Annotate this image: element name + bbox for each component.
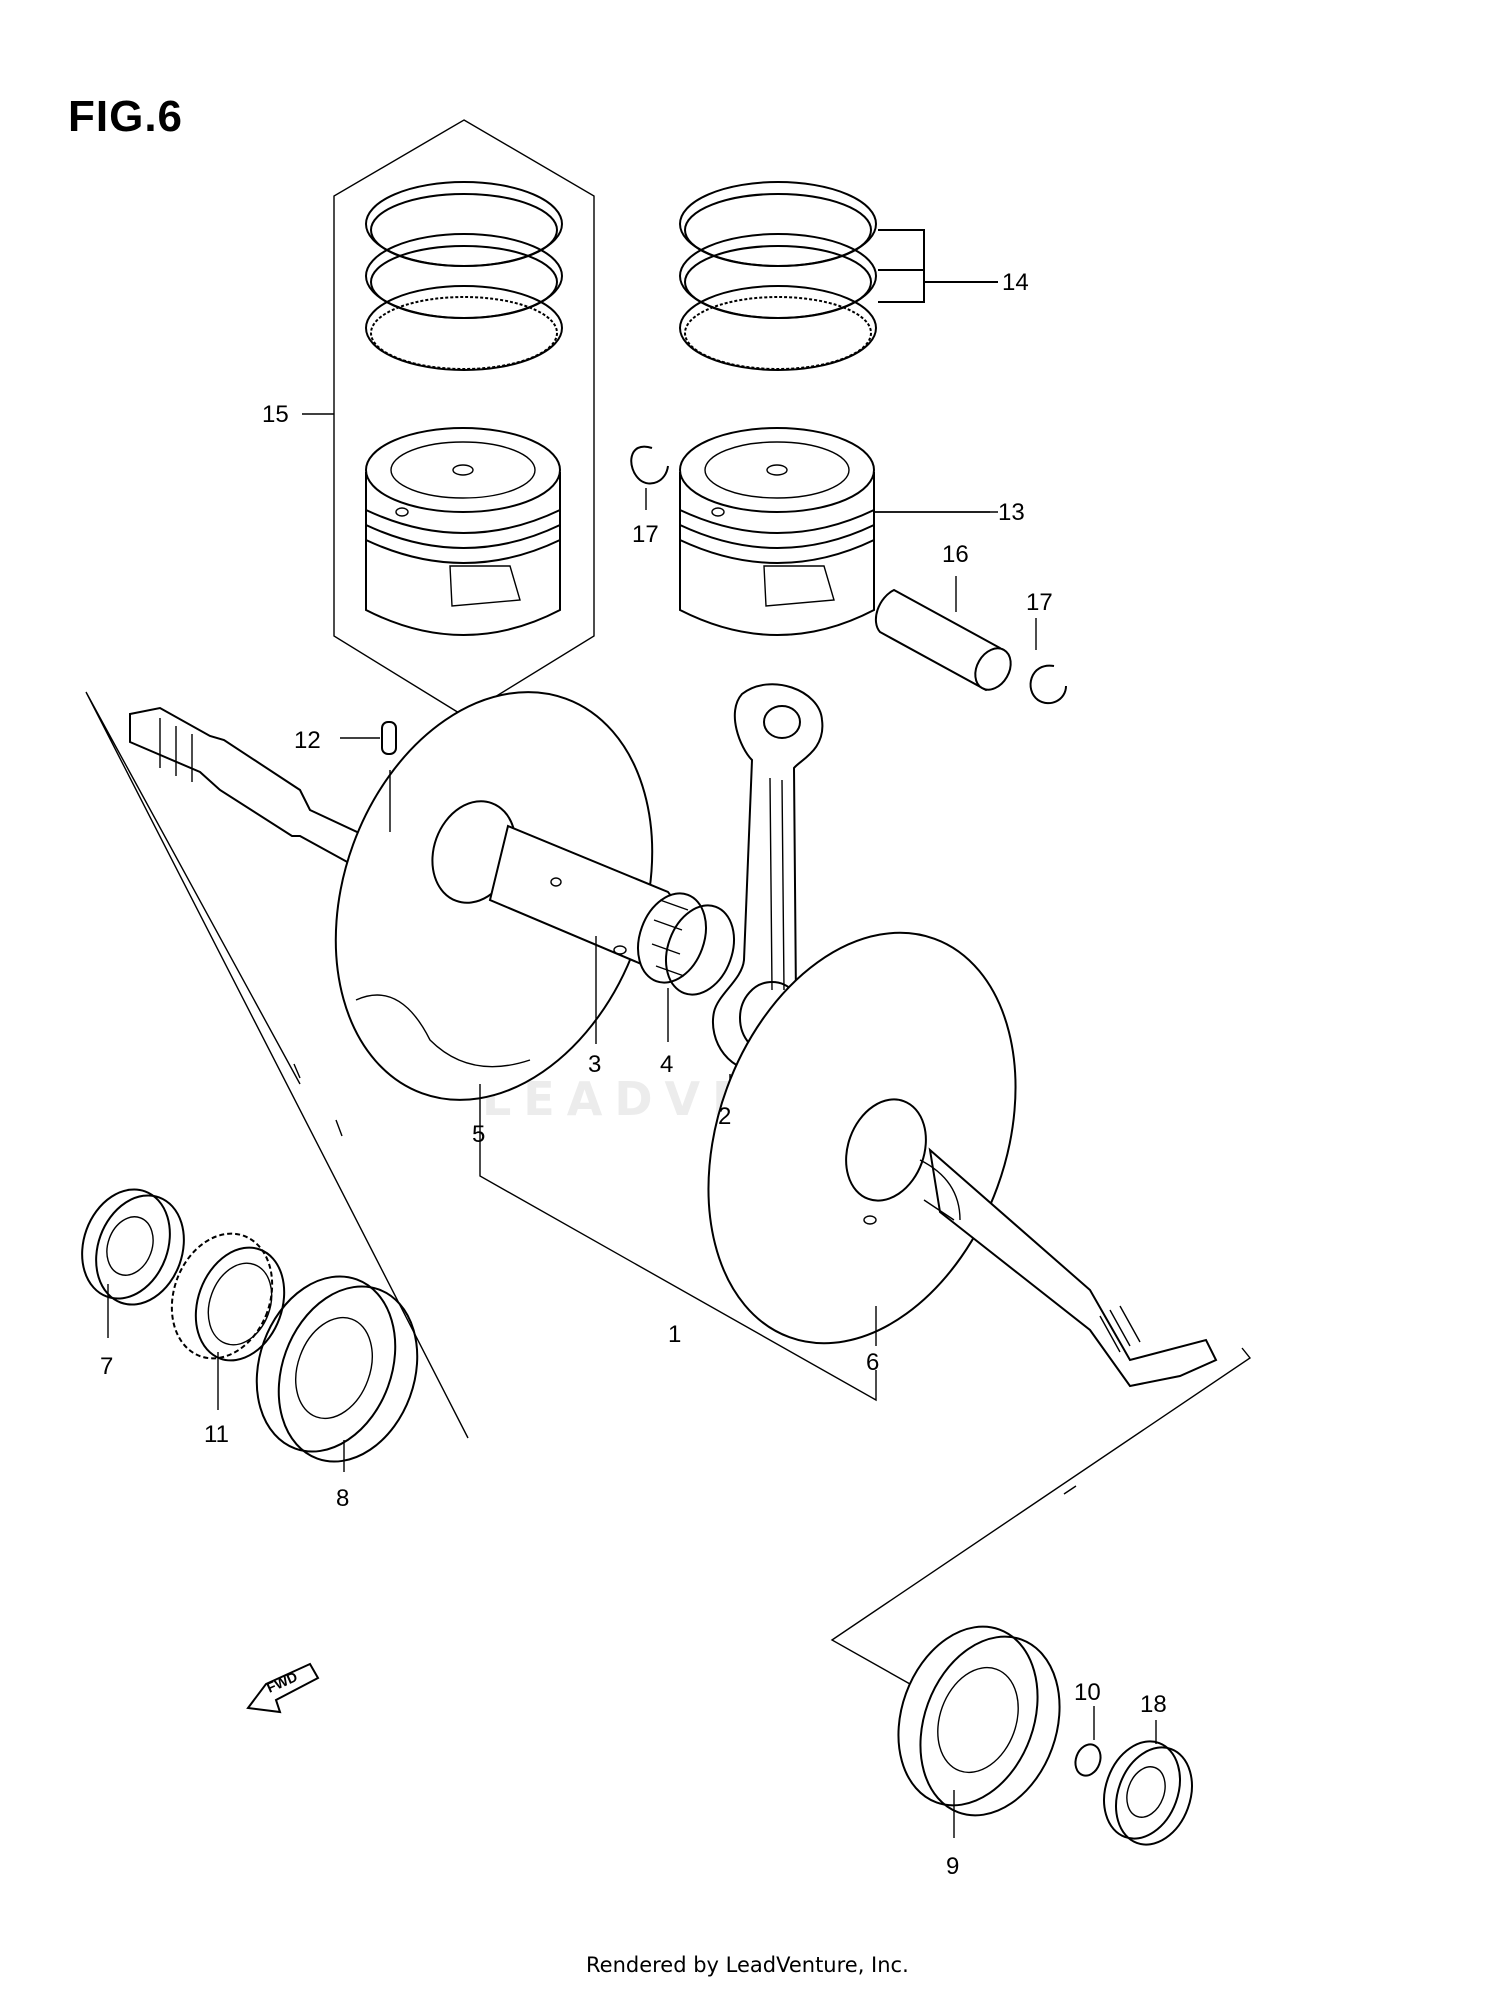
piston-kit-group [333, 119, 595, 717]
callout-3: 3 [588, 1051, 601, 1078]
figure-title: FIG.6 [68, 92, 184, 141]
callout-9: 9 [946, 1853, 959, 1880]
callout-1: 1 [668, 1321, 681, 1348]
crankshaft-bearing-center [255, 1275, 419, 1472]
crankshaft-key [340, 721, 397, 832]
crankshaft-bearing-left [81, 1188, 185, 1338]
callout-14: 14 [1002, 269, 1029, 296]
callout-6: 6 [866, 1349, 879, 1376]
footer-credit: Rendered by LeadVenture, Inc. [586, 1953, 909, 1977]
callout-15: 15 [262, 401, 289, 428]
callout-10: 10 [1074, 1679, 1101, 1706]
piston-ring-set-left [365, 181, 563, 371]
callout-7: 7 [100, 1353, 113, 1380]
callout-11: 11 [204, 1421, 229, 1448]
callout-8: 8 [336, 1485, 349, 1512]
callout-17-right: 17 [1026, 589, 1053, 616]
callout-2: 2 [718, 1103, 731, 1130]
oil-seal [1103, 1720, 1193, 1846]
crankpin-needle-bearing [637, 892, 735, 1042]
piston-right [679, 427, 998, 636]
piston-ring-set-right [679, 181, 998, 371]
left-assembly-guide [85, 691, 469, 1439]
piston-left [365, 427, 561, 636]
piston-pin-circlip-right [1029, 664, 1067, 705]
callout-18: 18 [1140, 1691, 1167, 1718]
piston-pin-circlip-left [630, 445, 669, 485]
piston-pin [874, 576, 1037, 692]
callout-17-left: 17 [632, 521, 659, 548]
callout-labels: 1 2 3 4 5 6 7 8 9 10 11 12 13 14 15 16 1… [100, 269, 1167, 1880]
crankshaft-bearing-right [897, 1625, 1061, 1838]
crankshaft-right-half [707, 931, 1218, 1388]
forward-arrow-icon [246, 1662, 320, 1714]
crankshaft-left-half [129, 691, 677, 1101]
callout-13: 13 [998, 499, 1025, 526]
crankshaft-assembly-bracket [479, 1084, 877, 1402]
shim-washer [1074, 1706, 1102, 1777]
callout-5: 5 [472, 1121, 485, 1148]
timing-gear [170, 1232, 286, 1410]
right-assembly-guide [830, 1347, 1252, 1685]
callout-16: 16 [942, 541, 969, 568]
callout-12: 12 [294, 727, 321, 754]
callout-4: 4 [660, 1051, 673, 1078]
